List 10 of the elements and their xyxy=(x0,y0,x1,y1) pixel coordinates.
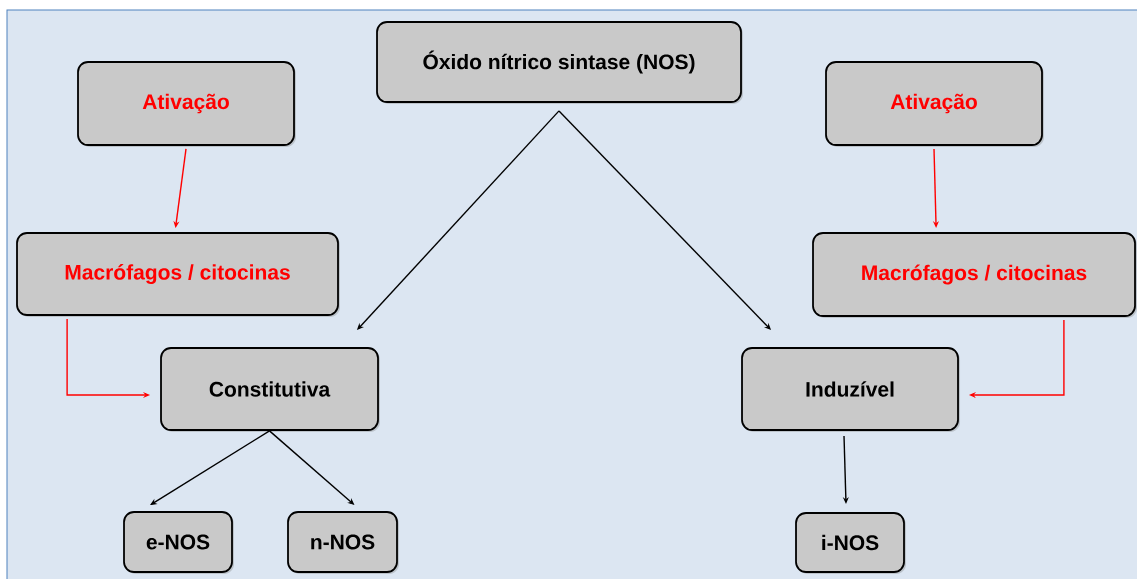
process-box: i-NOS xyxy=(795,512,906,574)
process-box: Macrófagos / citocinas xyxy=(16,232,340,317)
process-box: Óxido nítrico sintase (NOS) xyxy=(376,21,743,104)
process-box: Ativação xyxy=(825,61,1044,147)
process-box: e-NOS xyxy=(123,511,234,574)
process-box: Ativação xyxy=(77,61,296,147)
process-box: Constitutiva xyxy=(160,347,380,432)
process-box: Induzível xyxy=(741,347,960,432)
process-box: Macrófagos / citocinas xyxy=(812,232,1137,318)
process-box: n-NOS xyxy=(287,511,399,574)
